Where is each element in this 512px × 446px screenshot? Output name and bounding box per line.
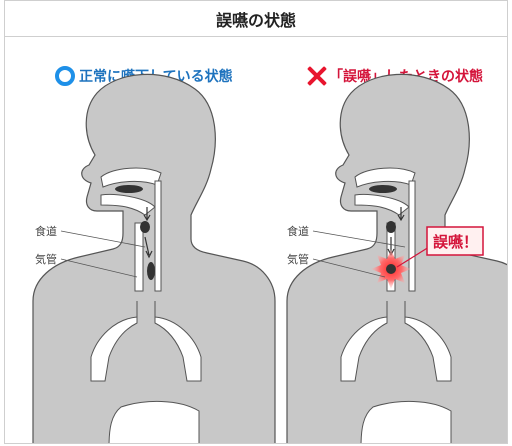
aspiration-stomach — [360, 400, 452, 443]
swallowing-illustration: 食道 気管 食道 気管 — [32, 73, 507, 443]
normal-lungs — [90, 301, 202, 382]
normal-food-bolus-esophagus — [147, 262, 155, 280]
normal-body-silhouette — [32, 73, 276, 443]
normal-food-bolus-throat — [140, 221, 150, 233]
normal-arrow-swallow — [144, 236, 153, 259]
diagram-title: 誤嚥の状態 — [5, 1, 507, 37]
aspiration-arrow-down — [397, 207, 405, 222]
aspiration-alert-box — [426, 226, 484, 256]
aspiration-trachea-leader — [312, 258, 386, 278]
normal-trachea-leader — [60, 258, 138, 278]
normal-esophagus-leader — [60, 230, 146, 248]
aspiration-mouth — [354, 194, 410, 216]
normal-arrow-down — [143, 207, 151, 222]
normal-figure: 食道 気管 — [32, 73, 276, 443]
aspiration-esophagus-label: 食道 — [287, 224, 309, 238]
normal-trachea-label: 気管 — [35, 252, 57, 266]
aspiration-esophagus-leader — [312, 230, 406, 248]
normal-mouth — [100, 194, 156, 216]
aspiration-nasal-cavity — [354, 167, 416, 188]
normal-stomach — [108, 400, 200, 443]
diagram-frame: 誤嚥の状態 正常に嚥下している状態 「誤嚥」したときの状態 — [4, 0, 508, 444]
aspiration-trachea-label: 気管 — [287, 252, 309, 266]
normal-pharynx — [154, 180, 162, 292]
normal-food-bolus-mouth — [115, 185, 143, 193]
normal-esophagus-label: 食道 — [35, 224, 57, 238]
blue-circle-icon — [55, 66, 75, 86]
aspiration-alert-text: 誤嚥！ — [433, 233, 478, 251]
aspiration-alert-leader — [396, 246, 430, 268]
aspiration-food-bolus-mouth — [369, 185, 397, 193]
normal-nasal-cavity — [100, 167, 162, 188]
normal-trachea-tube — [134, 222, 144, 292]
aspiration-pharynx — [408, 180, 416, 292]
aspiration-figure: 食道 気管 誤嚥！ — [286, 73, 507, 443]
aspiration-food-in-trachea — [386, 264, 396, 274]
aspiration-food-bolus-throat — [386, 221, 396, 233]
aspiration-lungs — [340, 301, 452, 382]
